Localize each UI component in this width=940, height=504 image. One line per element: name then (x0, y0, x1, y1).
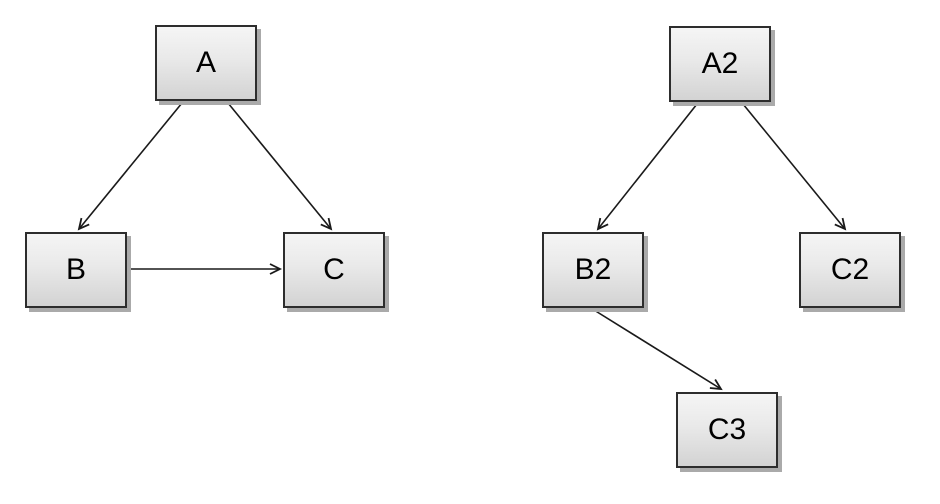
node-B2-label: B2 (574, 253, 612, 286)
edge-A2-C2 (742, 103, 847, 231)
node-C2[interactable]: C2 (799, 232, 901, 308)
node-A2-label: A2 (701, 47, 739, 80)
node-C2-label: C2 (830, 253, 870, 286)
node-A[interactable]: A (155, 25, 257, 101)
node-C3[interactable]: C3 (676, 392, 778, 468)
node-A-label: A (195, 46, 216, 79)
node-C3-label: C3 (707, 413, 747, 446)
node-A2[interactable]: A2 (669, 26, 771, 102)
edge-A-B (77, 102, 183, 231)
node-C-label: C (323, 253, 345, 286)
edge-A-C (227, 102, 333, 231)
edge-A2-B2 (596, 103, 698, 231)
node-C[interactable]: C (283, 232, 385, 308)
node-B[interactable]: B (25, 232, 127, 308)
edge-B2-C3 (593, 309, 723, 391)
node-B-label: B (65, 253, 86, 286)
node-B2[interactable]: B2 (542, 232, 644, 308)
